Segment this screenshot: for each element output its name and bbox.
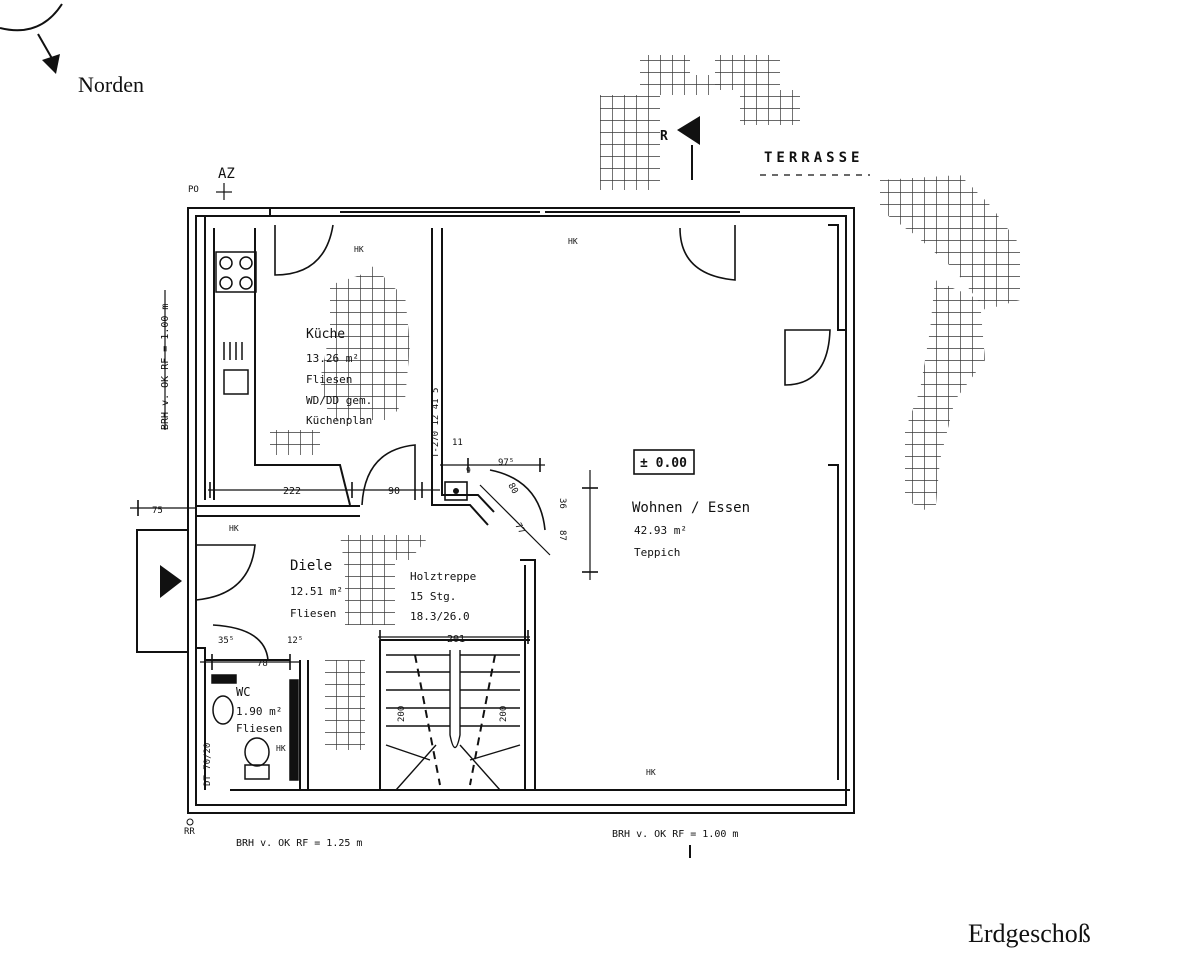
door-kitchen-diele [361,444,416,506]
compass-arc [0,3,63,32]
door-wall-note: T-270 12 41 5 [431,388,441,458]
kueche-note1: WD/DD gem. [306,394,372,407]
wc-area: 1.90 m² [236,705,282,718]
entry-arrow-icon [160,565,182,598]
wohnen-area: 42.93 m² [634,524,687,537]
dim-200a: 200 [397,706,407,722]
compass [0,3,63,74]
hk-living: HK [568,237,578,246]
wc-name: WC [236,685,250,699]
wc-floor: Fliesen [236,722,282,735]
hk-diele: HK [229,524,239,533]
hk-kitchen: HK [354,245,364,254]
dim-75: 75 [152,506,163,516]
floor-title: Erdgeschoß [968,919,1091,948]
kueche-note2: Küchenplan [306,414,372,427]
dim-201: 201 [447,634,465,645]
door-living-right [784,329,831,386]
entrance-step [136,529,189,653]
wohnen-name: Wohnen / Essen [632,500,750,516]
door-stair [489,469,546,531]
diele-area: 12.51 m² [290,585,343,598]
dim-222: 222 [283,486,301,497]
compass-label: Norden [78,72,144,97]
floor-tiles [270,265,430,750]
kitchen-stove [215,251,257,293]
dim-200b: 200 [499,706,509,722]
treppe-steps: 15 Stg. [410,590,456,603]
staircase [385,650,521,791]
treppe-ratio: 18.3/26.0 [410,610,470,623]
kueche-area: 13.26 m² [306,352,359,365]
terrace-tiles [600,55,1020,515]
north-arrow-icon [42,54,60,74]
hk-bottom: HK [646,768,656,777]
diele-floor: Fliesen [290,607,336,620]
room-wc: WC 1.90 m² Fliesen [236,685,282,735]
diele-name: Diele [290,558,332,574]
dim-77: 77 [512,522,526,536]
door-kitchen-top [274,224,334,276]
hk-wc: HK [276,744,286,753]
marker-az: AZ [218,166,235,182]
door-entry [195,544,256,601]
dim-90: 90 [388,486,400,497]
dimension-ticks [137,458,598,670]
parapet-left: BRH v. OK RF = 1.00 m [160,304,171,430]
dim-36: 36 [557,498,567,509]
room-wohnen: Wohnen / Essen 42.93 m² Teppich [632,500,750,559]
marker-po: PO [188,185,199,195]
level-label: ± 0.00 [640,456,687,471]
dim-35: 35⁵ [218,636,234,646]
kueche-name: Küche [306,327,345,342]
room-treppe: Holztreppe 15 Stg. 18.3/26.0 [410,570,476,623]
door-wc [212,624,269,661]
doors [195,224,831,661]
level-box [633,449,695,475]
terrace-label: TERRASSE [764,150,863,166]
room-kueche: Küche 13.26 m² Fliesen WD/DD gem. Küchen… [306,327,372,427]
outer-walls [187,207,855,814]
kueche-floor: Fliesen [306,373,352,386]
kitchen-sink [223,342,249,395]
dim-12: 12⁵ [287,636,303,646]
dim-87: 87 [557,530,567,541]
dim-975: 97⁵ [498,458,514,468]
terrace-arrow [677,116,700,180]
chimney [444,481,468,501]
dim-9: 9 [466,466,471,475]
parapet-bottom-left: BRH v. OK RF = 1.25 m [236,838,362,849]
marker-rr: RR [184,827,195,837]
door-living-top [679,225,736,281]
dim-80: 80 [505,482,519,496]
arrow-icon [677,116,700,145]
treppe-name: Holztreppe [410,570,476,583]
dimension-labels: 222 90 75 201 78 35⁵ 12⁵ 11 97⁵ 9 80 77 … [152,388,567,786]
dim-11: 11 [452,438,463,448]
wc-fixtures [211,674,299,781]
marker-r: R [660,129,668,144]
room-diele: Diele 12.51 m² Fliesen [290,558,343,620]
interior-walls [196,208,850,791]
wohnen-floor: Teppich [634,546,680,559]
wc-door-note: DT 70/20 [203,743,213,786]
dim-78: 78 [257,659,268,669]
dimension-lines [130,290,591,663]
parapet-bottom-right: BRH v. OK RF = 1.00 m [612,829,738,840]
